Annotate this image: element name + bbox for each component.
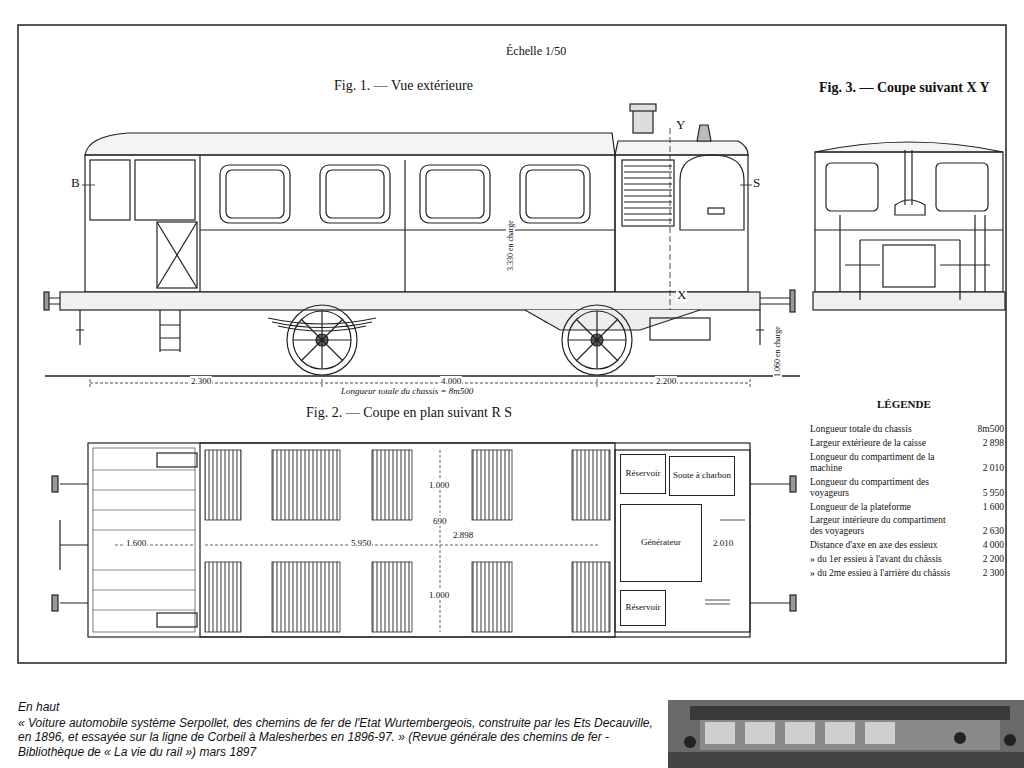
scale-note: Échelle 1/50 [505,45,567,59]
cross-section [813,142,1005,310]
figure-title: Fig. 1. — Vue extérieure [333,78,474,94]
legend-row-value: 2 300 [964,568,1004,579]
dimension-label: 2.010 [712,538,734,548]
dimension-label: 1.000 [428,480,450,490]
dimension-label: S [752,176,761,191]
plan-view [52,443,796,637]
compartment-label: Réservoir [626,469,661,479]
legend-row-value: 2 898 [964,438,1004,449]
legend-row-name: Distance d'axe en axe des essieux [810,540,960,551]
dimension-label: 4.000 [440,376,462,386]
legend-row-name: » du 2me essieu à l'arrière du châssis [810,568,960,579]
dimension-label: 1.600 [125,538,147,548]
dimension-label: Longueur totale du chassis = 8m500 [340,386,474,396]
dimension-label: X [676,288,687,303]
dimension-label: 3.330 en charge [506,219,515,272]
legend-row-name: Longueur totale du chassis [810,424,960,435]
compartment-label: Soute à charbon [673,471,731,481]
legend-row-name: Longueur de la plateforme [810,502,960,513]
plan-compartment: Réservoir [620,454,666,494]
dimension-label: 1.060 en charge [773,325,782,378]
plan-compartment: Soute à charbon [669,456,735,496]
legend-row-name: Largeur extérieure de la caisse [810,438,960,449]
legend-row-value: 4 000 [964,540,1004,551]
frame [18,25,1006,663]
plan-compartment: Réservoir [620,590,666,626]
compartment-label: Générateur [641,538,681,548]
dimension-label: 1.000 [428,590,450,600]
dimension-label: 690 [432,516,448,526]
figure-title: Fig. 3. — Coupe suivant X Y [818,80,991,96]
photograph [668,700,1024,768]
legend-row-name: » du 1er essieu à l'avant du châssis [810,554,960,565]
legend-row-value: 1 600 [964,502,1004,513]
dimension-label: B [70,176,81,191]
caption: « Voiture automobile système Serpollet, … [18,716,654,759]
legend-row-value: 2 200 [964,554,1004,565]
compartment-label: Réservoir [626,603,661,613]
legend-row-name: Longueur du compartiment de la machine [810,452,960,474]
dimension-label: 5.950 [350,538,372,548]
legend-row-value: 5 950 [964,488,1004,499]
dimension-label: Y [675,118,686,133]
legend-row-name: Largeur intérieure du compartiment des v… [810,515,960,537]
figure-title: Fig. 2. — Coupe en plan suivant R S [305,405,513,421]
caption-heading: En haut [18,700,59,714]
figure-title: LÉGENDE [876,398,932,411]
dimension-label: 2.300 [190,376,212,386]
legend-row-value: 2 630 [964,526,1004,537]
legend-row-value: 2 010 [964,463,1004,474]
plan-compartment: Générateur [620,504,702,582]
side-view [44,104,800,387]
dimension-label: 2.200 [655,376,677,386]
legend-row-name: Longueur du compartiment des voyageurs [810,477,960,499]
legend-row-value: 8m500 [964,424,1004,435]
dimension-label: 2.898 [452,530,474,540]
